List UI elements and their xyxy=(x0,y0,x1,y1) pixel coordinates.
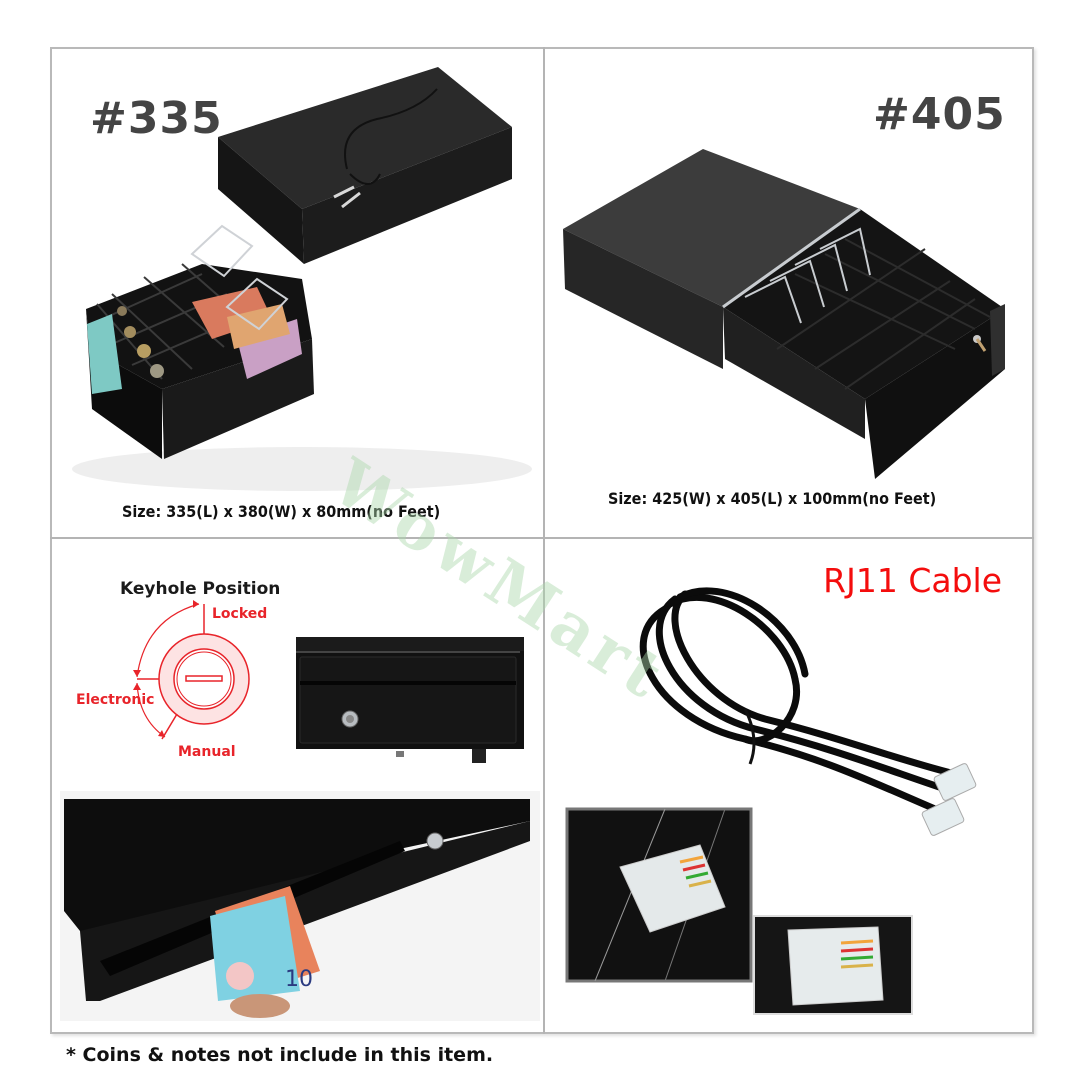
coiled-rj11-cable-image xyxy=(639,587,977,836)
panel-rj11-cable: RJ11 Cable xyxy=(545,539,1032,1032)
model-label-335: #335 xyxy=(90,93,223,144)
svg-text:10: 10 xyxy=(285,967,313,992)
keyhole-label-locked: Locked xyxy=(212,606,268,622)
keyhole-title: Keyhole Position xyxy=(120,579,281,599)
cash-drawer-335-image xyxy=(72,67,532,491)
size-caption-405: Size: 425(W) x 405(L) x 100mm(no Feet) xyxy=(608,489,937,508)
horizontal-divider xyxy=(50,537,1034,539)
drawer-front-keyhole-image xyxy=(296,637,524,763)
rj11-connector-closeup-image xyxy=(565,807,753,983)
cash-drawer-405-image xyxy=(563,149,1005,479)
keyhole-label-manual: Manual xyxy=(178,744,236,760)
rj11-connector-closeup-2-image xyxy=(753,915,913,1015)
size-caption-335: Size: 335(L) x 380(W) x 80mm(no Feet) xyxy=(122,502,441,521)
rj11-title: RJ11 Cable xyxy=(823,561,1002,600)
model-label-405: #405 xyxy=(873,89,1006,140)
keyhole-diagram xyxy=(133,600,250,740)
panel-model-405: #405 Size: 425(W) xyxy=(545,49,1032,537)
keyhole-label-electronic: Electronic xyxy=(76,692,155,708)
panel-model-335: #335 xyxy=(52,49,543,537)
panel-keyhole-position: Keyhole Position Locked Electronic Manua… xyxy=(52,539,543,1032)
vertical-divider xyxy=(543,47,545,1034)
drawer-with-banknote-image: 10 xyxy=(60,791,540,1021)
footnote-disclaimer: * Coins & notes not include in this item… xyxy=(66,1044,494,1066)
